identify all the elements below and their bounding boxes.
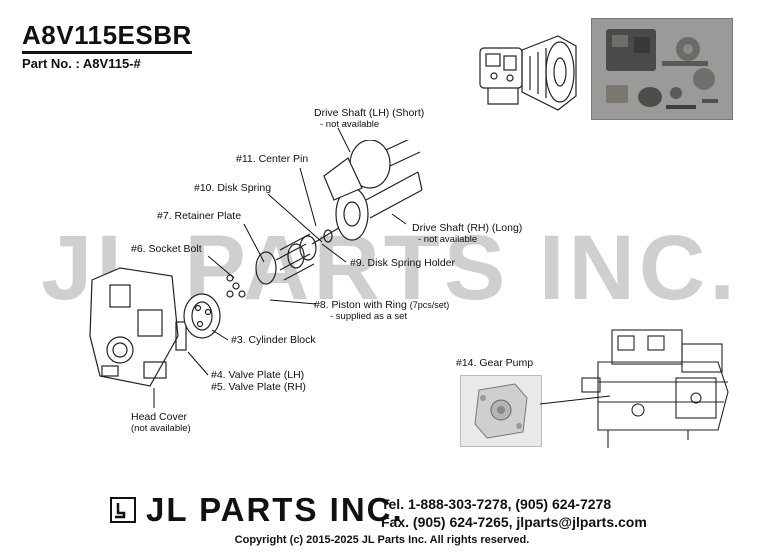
gear-pump-image [474,383,528,439]
label-drive-shaft-rh: Drive Shaft (RH) (Long) [412,222,523,234]
pump-assembly-drawing [479,35,577,111]
label-valve-plate-lh: #4. Valve Plate (LH) [211,369,305,381]
label-socket-bolt: #6. Socket Bolt [131,243,202,255]
contact-fax-email: Fax. (905) 624-7265, jlparts@jlparts.com [381,514,647,530]
note-drive-shaft-lh: - not available [320,119,380,130]
label-drive-shaft-lh: Drive Shaft (LH) (Short) [314,107,425,119]
label-disk-spring-holder: #9. Disk Spring Holder [350,257,456,269]
title-underline [22,51,192,54]
label-piston-ring-name: #8. Piston with Ring [314,299,407,311]
pump-side-drawing [581,329,729,448]
label-piston-ring: #8. Piston with Ring (7pcs/set) [314,299,449,311]
parts-photo [591,18,733,120]
parts-photo-image [606,29,718,109]
label-disk-spring: #10. Disk Spring [194,182,272,194]
exploded-view-drawing [89,140,423,387]
company-logo-text: JL PARTS INC. [146,491,404,528]
label-retainer-plate: #7. Retainer Plate [157,210,242,222]
label-center-pin: #11. Center Pin [236,153,309,165]
label-cylinder-block: #3. Cylinder Block [231,334,316,346]
note-drive-shaft-rh: - not available [418,234,478,245]
logo-mark [115,503,126,519]
contact-phone: Tel. 1-888-303-7278, (905) 624-7278 [381,496,612,512]
label-head-cover: Head Cover [131,411,188,423]
note-piston-ring: - supplied as a set [330,311,408,322]
note-head-cover: (not available) [131,423,191,434]
part-number: Part No. : A8V115-# [22,56,141,71]
gear-pump-photo [460,375,542,447]
label-valve-plate-rh: #5. Valve Plate (RH) [211,381,306,393]
logo-icon [110,497,136,523]
copyright: Copyright (c) 2015-2025 JL Parts Inc. Al… [234,534,530,546]
label-gear-pump: #14. Gear Pump [456,357,534,369]
page-title: A8V115ESBR [22,20,192,50]
label-piston-ring-qty: (7pcs/set) [409,300,450,310]
